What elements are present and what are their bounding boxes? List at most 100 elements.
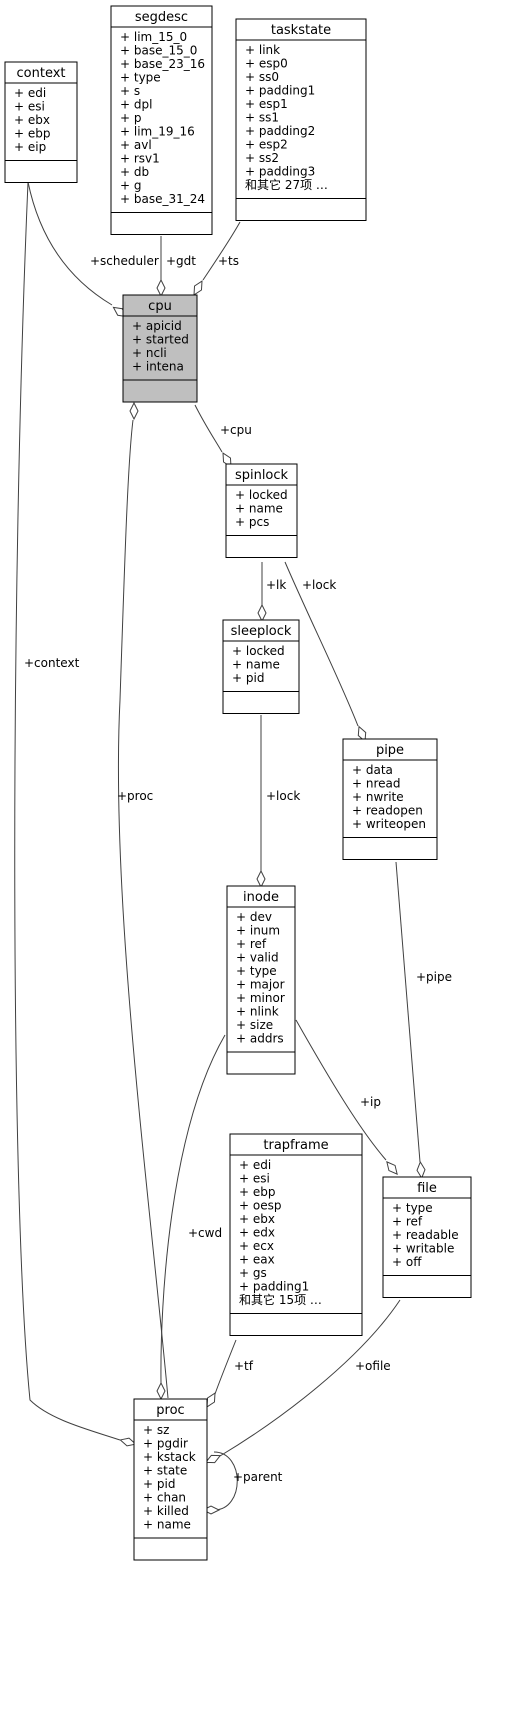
class-field: + major xyxy=(236,978,285,992)
class-field: + p xyxy=(120,111,142,125)
class-box-inode xyxy=(226,885,296,1075)
class-field: + type xyxy=(120,71,161,85)
class-field: + ref xyxy=(236,937,267,951)
class-field: + ebp xyxy=(239,1185,276,1199)
class-box-pipe xyxy=(342,738,438,860)
class-box-segdesc xyxy=(110,5,213,235)
class-field: + ss2 xyxy=(245,151,279,165)
class-context[interactable]: context+ edi+ esi+ ebx+ ebp+ eip xyxy=(4,61,78,183)
relation-label-cwd: +cwd xyxy=(188,1226,222,1240)
class-field: + esp1 xyxy=(245,97,288,111)
class-field: + killed xyxy=(143,1504,189,1518)
class-field: + locked xyxy=(235,488,288,502)
relation-label-parent: +parent xyxy=(233,1470,283,1484)
class-field: + lim_19_16 xyxy=(120,125,195,139)
classes-layer: context+ edi+ esi+ ebx+ ebp+ eipsegdesc+… xyxy=(4,5,472,1561)
class-field: + esp2 xyxy=(245,138,288,152)
aggregation-diamond-icon xyxy=(193,280,203,296)
class-field: + g xyxy=(120,179,142,193)
relation-label-scheduler: +scheduler xyxy=(90,254,159,268)
class-field: + link xyxy=(245,43,280,57)
aggregation-diamond-icon xyxy=(156,278,166,298)
class-field: 和其它 27项 … xyxy=(245,177,328,192)
class-title: taskstate xyxy=(271,23,331,38)
class-segdesc[interactable]: segdesc+ lim_15_0+ base_15_0+ base_23_16… xyxy=(110,5,213,235)
class-field: + size xyxy=(236,1018,273,1032)
relation-label-tf: +tf xyxy=(234,1359,254,1373)
class-field: + valid xyxy=(236,951,279,965)
class-field: + pcs xyxy=(235,515,269,529)
class-proc[interactable]: proc+ sz+ pgdir+ kstack+ state+ pid+ cha… xyxy=(133,1398,208,1561)
class-spinlock[interactable]: spinlock + locked+ name+ pcs xyxy=(225,463,298,558)
class-title: pipe xyxy=(376,743,404,758)
class-box-taskstate xyxy=(235,18,367,221)
class-field: + pid xyxy=(143,1477,175,1491)
relation-ip-line xyxy=(295,1019,387,1161)
class-field: + rsv1 xyxy=(120,152,160,166)
class-field: + nlink xyxy=(236,1005,279,1019)
relation-label-inodelock: +lock xyxy=(266,789,300,803)
class-field: + ref xyxy=(392,1215,423,1229)
class-field: + base_31_24 xyxy=(120,192,205,206)
class-field: + ebp xyxy=(14,127,51,141)
class-title: sleeplock xyxy=(231,624,292,639)
class-field: + lim_15_0 xyxy=(120,30,187,44)
class-field: + db xyxy=(120,165,149,179)
relation-label-ofile: +ofile xyxy=(355,1359,391,1373)
class-field: 和其它 15项 … xyxy=(239,1292,322,1307)
class-title: inode xyxy=(243,890,279,905)
relation-label-gdt: +gdt xyxy=(166,254,196,268)
class-field: + nread xyxy=(352,777,401,791)
class-field: + inum xyxy=(236,924,280,938)
relation-label-pipe: +pipe xyxy=(416,970,452,984)
class-field: + ebx xyxy=(239,1212,275,1226)
class-field: + ebx xyxy=(14,113,50,127)
aggregation-diamond-icon xyxy=(257,603,267,623)
class-inode[interactable]: inode+ dev+ inum+ ref+ valid+ type+ majo… xyxy=(226,885,296,1075)
relation-label-pipelock: +lock xyxy=(302,578,336,592)
class-title: cpu xyxy=(148,299,172,314)
class-field: + nwrite xyxy=(352,790,404,804)
class-field: + ss0 xyxy=(245,70,279,84)
class-taskstate[interactable]: taskstate+ link+ esp0+ ss0+ padding1+ es… xyxy=(235,18,367,221)
class-title: context xyxy=(17,66,66,81)
edge-labels-layer: +scheduler+gdt+ts+cpu+lk+lock+lock+conte… xyxy=(24,254,452,1484)
class-field: + esp0 xyxy=(245,57,288,71)
class-field: + base_15_0 xyxy=(120,44,197,58)
class-cpu[interactable]: cpu+ apicid+ started+ ncli+ intena xyxy=(122,294,198,403)
class-field: + writable xyxy=(392,1242,454,1256)
class-field: + name xyxy=(235,502,283,516)
class-title: spinlock xyxy=(235,468,289,483)
class-field: + s xyxy=(120,84,140,98)
class-field: + padding3 xyxy=(245,165,315,179)
class-field: + edi xyxy=(14,86,46,100)
relation-pipe-line xyxy=(395,861,421,1163)
class-field: + state xyxy=(143,1464,187,1478)
relation-label-cpu: +cpu xyxy=(220,423,252,437)
relation-parent-line xyxy=(213,1451,238,1511)
class-field: + dev xyxy=(236,910,272,924)
class-file[interactable]: file+ type+ ref+ readable+ writable+ off xyxy=(382,1176,472,1298)
class-field: + edx xyxy=(239,1226,275,1240)
relation-label-lk: +lk xyxy=(266,578,286,592)
class-field: + chan xyxy=(143,1491,186,1505)
class-field: + base_23_16 xyxy=(120,57,205,71)
aggregation-diamond-icon xyxy=(156,1381,166,1401)
class-box-sleeplock xyxy=(222,619,300,714)
class-field: + gs xyxy=(239,1266,267,1280)
class-field: + writeopen xyxy=(352,817,426,831)
class-box-context xyxy=(4,61,78,183)
class-field: + started xyxy=(132,333,189,347)
relation-context-line xyxy=(14,181,121,1441)
class-sleeplock[interactable]: sleeplock+ locked+ name+ pid xyxy=(222,619,300,714)
class-field: + ncli xyxy=(132,346,167,360)
aggregation-diamond-icon xyxy=(129,401,139,421)
class-field: + esi xyxy=(239,1172,270,1186)
class-field: + oesp xyxy=(239,1199,281,1213)
class-trapframe[interactable]: trapframe+ edi+ esi+ ebp+ oesp+ ebx+ edx… xyxy=(229,1133,363,1336)
relation-label-ts: +ts xyxy=(218,254,239,268)
class-field: + edi xyxy=(239,1158,271,1172)
class-pipe[interactable]: pipe+ data+ nread+ nwrite+ readopen+ wri… xyxy=(342,738,438,860)
relation-cwd-line xyxy=(160,1034,226,1384)
